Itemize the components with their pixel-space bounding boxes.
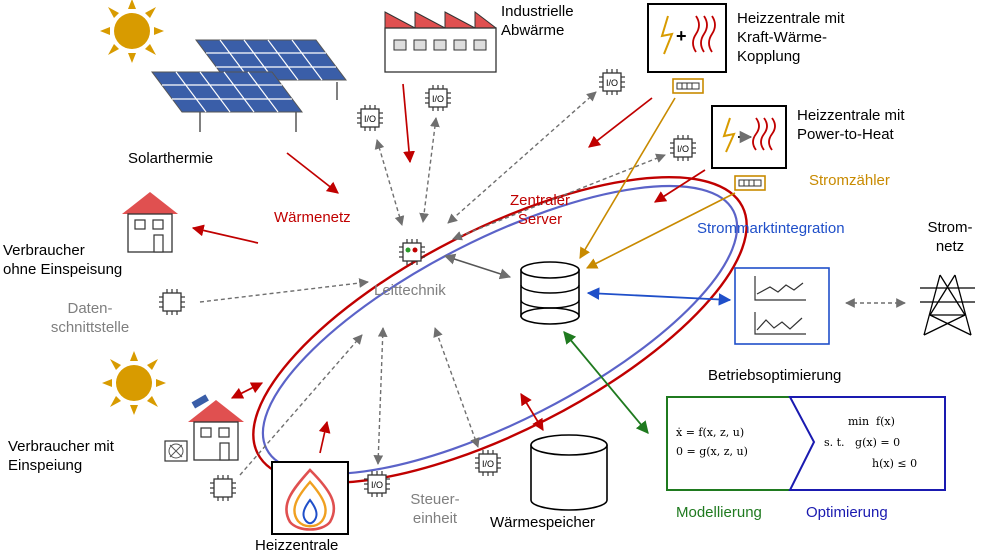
central-server-label: Zentraler Server (509, 192, 571, 228)
chip-icon (158, 288, 186, 316)
heat-flow-arrow (318, 420, 331, 454)
meter-label: Stromzähler (809, 172, 890, 189)
heat-flow-arrow (230, 382, 264, 399)
data-link-arrow (443, 253, 512, 280)
solar-panel-icon (151, 39, 347, 132)
signal-arrow (373, 327, 388, 465)
signal-arrow (452, 153, 666, 241)
power-to-heat-icon (711, 105, 787, 169)
modeling-label: Modellierung (676, 504, 762, 521)
consumer-feed-label: Verbraucher mit Einspeiung (8, 438, 114, 474)
model-arrow (563, 331, 649, 434)
sun-icon (100, 0, 164, 63)
svg-text:I/O: I/O (606, 78, 618, 88)
consumer-no-feed-label: Verbraucher ohne Einspeisung (3, 242, 123, 278)
market-integration-label: Strommarktintegration (697, 220, 845, 237)
optimization-label: Optimierung (806, 504, 888, 521)
chp-plant-icon: + (647, 3, 727, 73)
chip-icon: I/O (356, 104, 384, 132)
market-arrow (586, 287, 732, 306)
sun-icon (102, 351, 166, 415)
heat-flow-arrow (402, 83, 415, 164)
heat-network-label: Wärmenetz (274, 209, 351, 226)
svg-text:I/O: I/O (371, 480, 383, 490)
power-pylon-icon (920, 274, 975, 336)
house-icon (187, 394, 245, 461)
signal-arrow (433, 327, 480, 448)
heat-storage-label: Wärmespeicher (490, 514, 596, 531)
heat-flow-arrow (520, 392, 544, 432)
model-equation-2: 0 = g(x, z, u) (676, 445, 748, 458)
heat-flow-arrow (191, 224, 259, 244)
optimization-block (788, 396, 946, 491)
opt-equation-3: h(x) ≤ 0 (872, 457, 918, 470)
fan-unit-icon (164, 440, 188, 462)
svg-text:+: + (676, 26, 687, 46)
operation-optimization-label: Betriebsoptimierung (708, 367, 842, 384)
factory-icon (384, 10, 497, 73)
p2h-plant-label: Heizzentrale mit Power-to-Heat (797, 107, 905, 143)
power-grid-label: Strom- netz (927, 219, 973, 255)
house-icon (121, 191, 179, 253)
chip-icon: I/O (363, 470, 391, 498)
svg-text:I/O: I/O (364, 114, 376, 124)
svg-text:I/O: I/O (432, 94, 444, 104)
svg-text:I/O: I/O (677, 144, 689, 154)
control-chip-icon (398, 238, 426, 266)
chip-icon: I/O (669, 134, 697, 162)
chip-icon: I/O (474, 449, 502, 477)
data-interface-label: Daten- schnittstelle (50, 300, 130, 336)
meter-arrow (579, 97, 676, 259)
signal-arrow (374, 139, 405, 226)
opt-equation-2: s. t. g(x) = 0 (824, 436, 901, 449)
model-equation-1: ẋ = f(x, z, u) (676, 426, 745, 439)
market-chart-icon (734, 267, 830, 345)
electricity-meter-icon (672, 78, 704, 94)
electricity-meter-icon (734, 175, 766, 191)
heat-flow-arrow (588, 97, 653, 148)
chip-icon: I/O (424, 84, 452, 112)
industrial-waste-heat-label: Industrielle Abwärme (501, 3, 574, 39)
chip-icon: I/O (598, 68, 626, 96)
opt-equation-1: min f(x) (848, 415, 895, 428)
chp-plant-label: Heizzentrale mit Kraft-Wärme- Kopplung (737, 10, 845, 65)
control-unit-label: Steuer- einheit (410, 491, 460, 527)
meter-arrow (586, 192, 736, 269)
chip-icon (209, 474, 237, 502)
signal-arrow (419, 117, 440, 223)
storage-tank-icon (530, 434, 608, 511)
database-icon (520, 261, 580, 325)
solar-thermal-label: Solarthermie (128, 150, 214, 167)
control-tech-label: Leittechnik (374, 282, 446, 299)
svg-text:I/O: I/O (482, 459, 494, 469)
heating-plant-label: Heizzentrale (255, 537, 339, 554)
signal-arrow (239, 334, 363, 476)
flame-icon (271, 461, 349, 535)
heat-flow-arrow (286, 152, 339, 194)
signal-arrow (199, 278, 369, 303)
